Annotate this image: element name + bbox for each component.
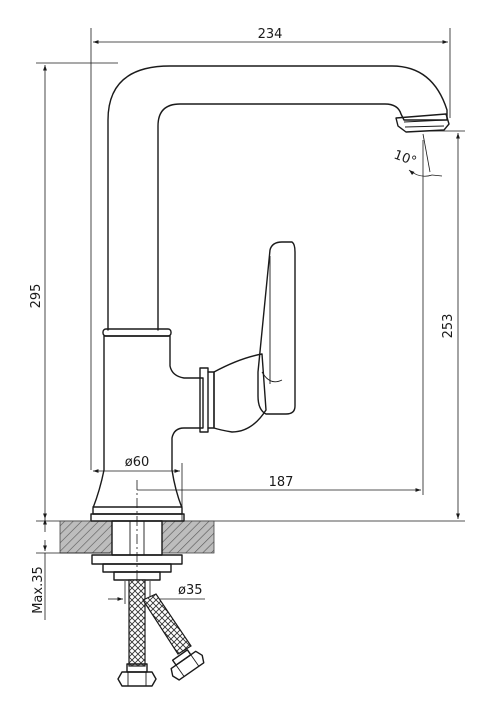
collar-ring	[102, 328, 172, 337]
dimension-reach: 187	[137, 140, 424, 495]
hose-fitting-left	[117, 671, 157, 687]
dimension-overall-height: 295	[29, 62, 118, 522]
body	[92, 335, 204, 515]
dimension-overall-width: 234	[90, 27, 451, 470]
hose-straight	[128, 579, 146, 667]
spout	[107, 65, 448, 331]
aerator	[395, 113, 450, 133]
reach-label: 187	[269, 475, 294, 490]
cartridge-housing	[213, 353, 267, 433]
dimension-base-diameter: ø60	[93, 455, 183, 521]
lever-handle	[257, 241, 296, 415]
hose-angled	[142, 593, 192, 655]
spout-height-label: 253	[441, 314, 456, 339]
overall-height-label: 295	[29, 284, 44, 309]
spout-tilt-label: 10°	[392, 148, 419, 170]
dimension-spout-height: 253	[182, 130, 465, 522]
max-thickness-label: Max.35	[31, 566, 46, 614]
hose-fitting-right	[170, 650, 205, 681]
faucet-body	[90, 65, 450, 522]
overall-width-label: 234	[258, 27, 283, 42]
countertop-section	[59, 520, 215, 554]
dimension-spout-tilt: 10°	[392, 133, 443, 177]
base-diameter-label: ø60	[125, 455, 150, 470]
dimension-hole-diameter: ø35	[108, 581, 205, 604]
hole-diameter-label: ø35	[178, 583, 203, 598]
dimension-max-thickness: Max.35	[31, 519, 110, 620]
cartridge-ring	[199, 367, 209, 433]
supply-hoses	[117, 579, 205, 687]
